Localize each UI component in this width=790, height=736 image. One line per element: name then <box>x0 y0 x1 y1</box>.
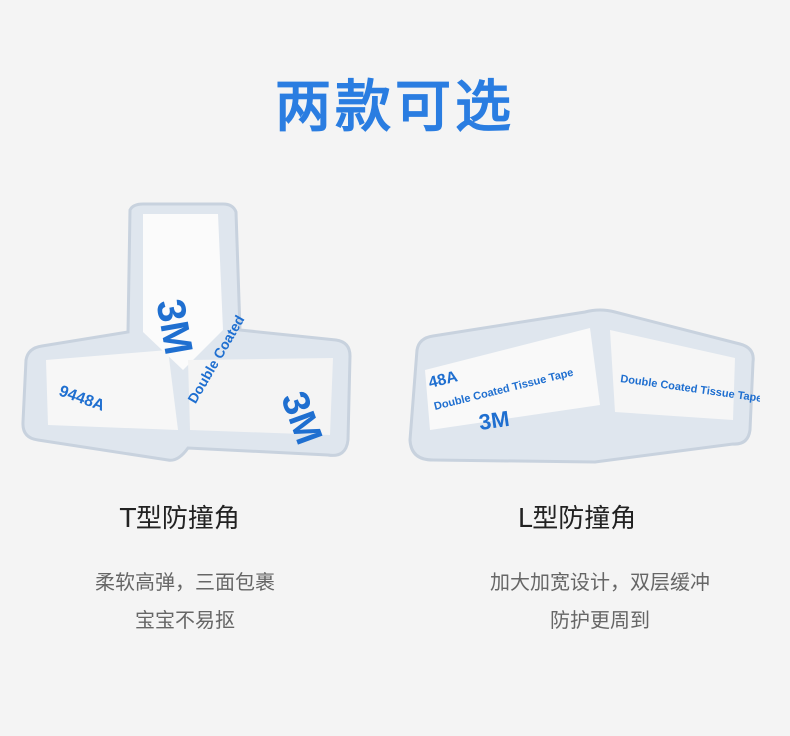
tape-logo-3m: 3M <box>148 296 201 358</box>
desc-line: 柔软高弹，三面包裹 <box>95 570 275 594</box>
product-name-t: T型防撞角 <box>120 504 240 534</box>
tape-code: 48A <box>427 368 460 392</box>
desc-line: 加大加宽设计，双层缓冲 <box>490 570 710 594</box>
product-name-l: L型防撞角 <box>517 504 637 534</box>
desc-line: 宝宝不易抠 <box>135 608 235 632</box>
product-desc-l: 加大加宽设计，双层缓冲 防护更周到 <box>430 563 770 639</box>
l-shaped-corner-guard-image: Double Coated Tissue Tape Double Coated … <box>408 308 760 464</box>
product-desc-t: 柔软高弹，三面包裹 宝宝不易抠 <box>15 563 355 639</box>
page-title: 两款可选 <box>275 75 515 140</box>
desc-line: 防护更周到 <box>550 608 650 632</box>
t-shaped-corner-guard-image: 3M 3M 9448A Double Coated <box>21 202 352 462</box>
tape-logo-3m: 3M <box>477 406 511 435</box>
